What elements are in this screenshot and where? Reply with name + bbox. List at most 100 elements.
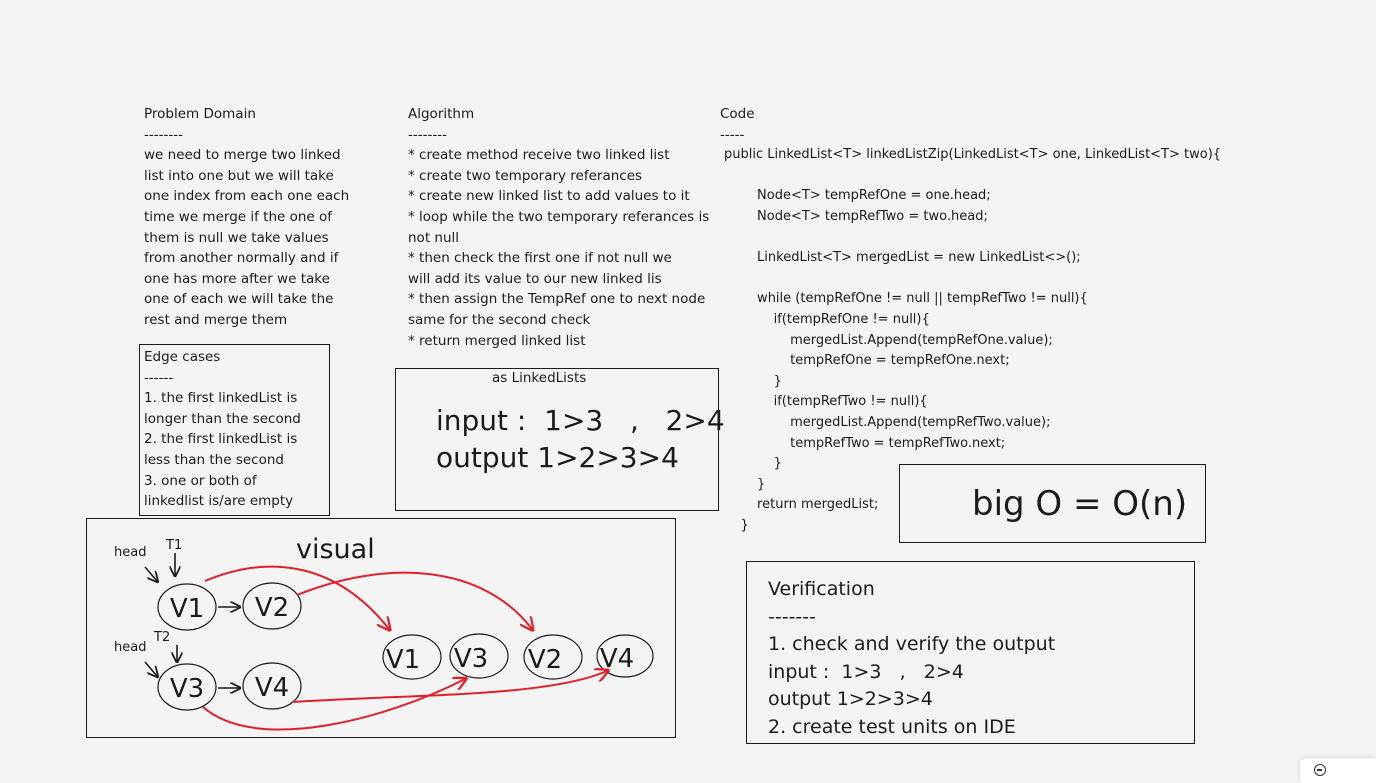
edge-cases-line: linkedlist is/are empty (144, 493, 294, 510)
algorithm-line: * loop while the two temporary referance… (408, 208, 710, 225)
merged-node-2 (449, 633, 509, 679)
merged-node-3-label: V2 (528, 645, 562, 675)
verification-line: output 1>2>3>4 (768, 688, 933, 710)
algorithm-line: * return merged linked list (408, 332, 586, 349)
node-v2 (242, 582, 302, 630)
algorithm-body: * create method receive two linked list *… (408, 145, 728, 351)
head-arrow-1 (144, 566, 157, 581)
merge-arrow-v3 (202, 679, 465, 731)
head-arrow-2 (144, 661, 157, 676)
edge-cases-line: longer than the second (144, 410, 301, 427)
algorithm-line: will add its value to our new linked lis (408, 270, 662, 287)
merged-node-4-label: V4 (600, 644, 634, 674)
problem-domain-line: time we merge if the one of (144, 208, 333, 225)
problem-domain-body: we need to merge two linked list into one… (144, 145, 359, 330)
merge-arrow-v1 (204, 565, 389, 629)
merge-arrow-v2 (296, 571, 532, 629)
problem-domain-section: Problem Domain -------- we need to merge… (144, 104, 359, 331)
example-input: input : 1>3 , 2>4 (436, 404, 725, 437)
code-line: while (tempRefOne != null || tempRefTwo … (724, 291, 1088, 307)
algorithm-line: * create new linked list to add values t… (408, 188, 690, 205)
algorithm-divider: -------- (408, 126, 447, 143)
algorithm-line: * create two temporary referances (408, 167, 643, 184)
algorithm-heading: Algorithm (408, 106, 475, 122)
visual-box: visual head head T1 T2 V1 V2 V3 V4 V1 V3… (86, 518, 676, 738)
code-line: tempRefOne = tempRefOne.next; (724, 353, 1010, 369)
code-line (724, 166, 1280, 187)
verification-line: 2. create test units on IDE (768, 715, 1016, 738)
edge-cases-heading: Edge cases (144, 349, 221, 365)
code-line: } (724, 476, 766, 492)
code-line: if(tempRefTwo != null){ (724, 394, 928, 410)
verification-line: 1. check and verify the output (768, 633, 1056, 655)
problem-domain-line: we need to merge two linked (144, 147, 341, 164)
example-caption: as LinkedLists (492, 370, 587, 386)
code-line: public LinkedList<T> linkedListZip(Linke… (724, 147, 1222, 163)
algorithm-line: * create method receive two linked list (408, 147, 670, 164)
algorithm-section: Algorithm -------- * create method recei… (408, 104, 728, 351)
code-line: mergedList.Append(tempRefTwo.value); (724, 414, 1051, 430)
merge-arrow-v4 (291, 671, 607, 703)
node-v1 (157, 583, 217, 631)
algorithm-line: * then assign the TempRef one to next no… (408, 291, 706, 308)
edge-cases-line: 1. the first linkedList is (144, 390, 298, 407)
edge-cases-body: 1. the first linkedList is longer than th… (144, 388, 329, 512)
code-line: Node<T> tempRefOne = one.head; (724, 188, 991, 204)
merged-node-4 (596, 634, 654, 678)
example-box: as LinkedLists input : 1>3 , 2>4 output … (395, 368, 725, 511)
node-v4 (242, 662, 302, 710)
problem-domain-line: one index from each one each (144, 188, 350, 205)
code-line: Node<T> tempRefTwo = two.head; (724, 208, 988, 224)
verification-box: Verification ------- 1. check and verify… (746, 561, 1195, 744)
pointer-t1: T1 (165, 538, 182, 553)
edge-cases-line: less than the second (144, 451, 284, 468)
edge-cases-box: Edge cases ------ 1. the first linkedLis… (139, 344, 330, 516)
code-line: } (724, 517, 749, 533)
problem-domain-heading: Problem Domain (144, 106, 256, 122)
code-line: } (724, 456, 782, 472)
code-line: LinkedList<T> mergedList = new LinkedLis… (724, 250, 1081, 266)
big-o-label: big O = O(n) (972, 484, 1188, 524)
merged-node-1-label: V1 (386, 645, 420, 675)
merged-node-2-label: V3 (454, 644, 488, 674)
verification-body: 1. check and verify the output input : 1>… (768, 631, 1194, 741)
node-v2-label: V2 (255, 593, 289, 623)
code-section: Code ----- public LinkedList<T> linkedLi… (720, 104, 1280, 536)
visual-diagram: visual head head T1 T2 V1 V2 V3 V4 V1 V3… (114, 534, 654, 731)
algorithm-line: * then check the first one if not null w… (408, 250, 672, 267)
head-label-1: head (114, 545, 146, 560)
node-v4-label: V4 (255, 673, 289, 703)
edge-cases-divider: ------ (144, 369, 174, 386)
pointer-t2: T2 (153, 630, 170, 645)
merged-node-3 (523, 634, 583, 680)
verification-divider: ------- (768, 605, 816, 628)
problem-domain-divider: -------- (144, 126, 183, 143)
node-v3-label: V3 (170, 674, 204, 704)
node-v1-label: V1 (170, 594, 204, 624)
code-line: if(tempRefOne != null){ (724, 311, 930, 327)
code-line: return mergedList; (724, 497, 879, 513)
edge-cases-line: 2. the first linkedList is (144, 431, 298, 448)
visual-title: visual (296, 534, 375, 565)
big-o-box: big O = O(n) (899, 464, 1206, 543)
problem-domain-line: one of each we will take the (144, 291, 334, 308)
code-line: tempRefTwo = tempRefTwo.next; (724, 435, 1006, 451)
code-divider: ----- (720, 126, 745, 143)
problem-domain-line: them is null we take values (144, 229, 329, 246)
verification-heading: Verification (768, 578, 875, 600)
code-body: public LinkedList<T> linkedListZip(Linke… (724, 145, 1280, 536)
code-line: } (724, 373, 782, 389)
merged-node-1 (382, 634, 442, 680)
example-output: output 1>2>3>4 (436, 441, 679, 474)
problem-domain-line: list into one but we will take (144, 167, 334, 184)
algorithm-line: same for the second check (408, 311, 591, 328)
code-line (724, 269, 1280, 290)
problem-domain-line: one has more after we take (144, 270, 330, 287)
zoom-out-icon[interactable] (1314, 764, 1326, 776)
zoom-control[interactable] (1300, 758, 1376, 783)
code-heading: Code (720, 106, 755, 122)
verification-line: input : 1>3 , 2>4 (768, 660, 964, 683)
code-line: mergedList.Append(tempRefOne.value); (724, 332, 1053, 348)
problem-domain-line: rest and merge them (144, 311, 288, 328)
edge-cases-line: 3. one or both of (144, 472, 257, 489)
